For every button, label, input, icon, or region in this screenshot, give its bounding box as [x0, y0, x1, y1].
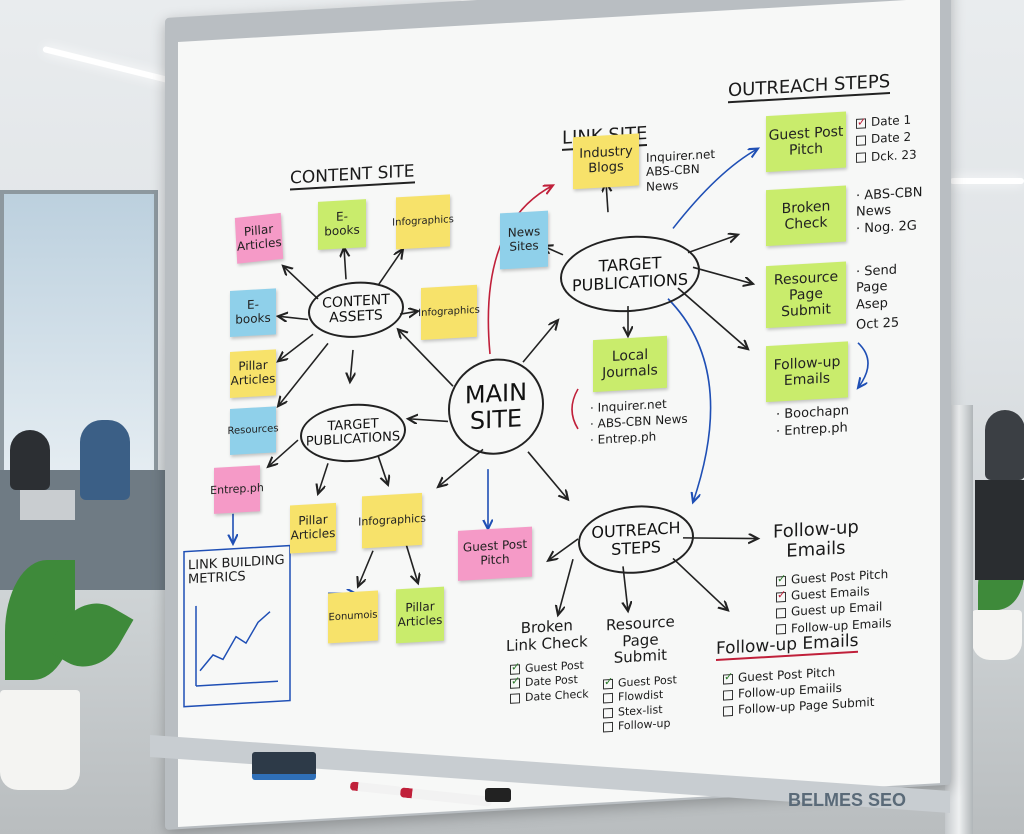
laptop	[20, 490, 75, 520]
checkbox[interactable]	[510, 678, 520, 690]
person	[985, 410, 1024, 480]
sticky-note: Resource Page Submit	[766, 261, 846, 329]
sticky-note: News Sites	[500, 210, 548, 270]
sticky-note: Infographics	[418, 284, 480, 340]
checkbox[interactable]	[510, 664, 520, 675]
whiteboard: CONTENT SITE CONTENT ASSETS Pillar Artic…	[178, 0, 940, 828]
checklist-label: Follow-up	[618, 716, 671, 733]
follow-up-bottom-checklist: Guest Post Pitch Follow-up Emaiils Follo…	[723, 662, 874, 719]
sticky-note: Infographics	[358, 492, 426, 549]
resource-page-notes: · Send Page Asep Oct 25	[856, 262, 899, 333]
checkbox[interactable]	[776, 575, 786, 587]
sticky-note: Industry Blogs	[573, 133, 639, 190]
note-line: · Send	[856, 262, 898, 280]
checklist-label: Dck. 23	[871, 147, 917, 164]
plant-pot	[972, 610, 1022, 660]
follow-up-checklist: Guest Post Pitch Guest Emails Guest up E…	[776, 566, 892, 637]
plant-pot	[0, 690, 80, 790]
link-building-metrics-heading: LINK BUILDING METRICS	[188, 552, 285, 588]
checklist-label: Stex-list	[618, 702, 663, 719]
sticky-note: Pillar Articles	[230, 349, 276, 399]
sticky-note: Resources	[227, 406, 279, 456]
checkbox[interactable]	[776, 591, 786, 603]
sticky-note: Follow-up Emails	[766, 341, 848, 403]
checkbox[interactable]	[603, 721, 613, 733]
ceiling-light	[950, 178, 1024, 184]
eraser-icon[interactable]	[252, 752, 316, 780]
note-line: Asep	[856, 295, 888, 313]
checkbox[interactable]	[856, 152, 866, 164]
sticky-note: E-books	[230, 288, 276, 338]
checkbox[interactable]	[856, 135, 866, 146]
checkbox[interactable]	[603, 678, 613, 690]
checklist-item: Dck. 23	[856, 146, 917, 167]
magnet-icon	[485, 788, 511, 802]
checklist-label: Date 2	[871, 130, 912, 147]
sticky-note: Guest Post Pitch	[766, 111, 846, 173]
sticky-note: Pillar Articles	[396, 586, 444, 644]
checkbox[interactable]	[603, 707, 613, 719]
checkbox[interactable]	[723, 673, 733, 685]
sticky-note: Pillar Articles	[234, 212, 284, 264]
brand-logo: BELMES SEO	[788, 790, 907, 810]
checklist-label: Guest Post	[618, 673, 677, 690]
checkbox[interactable]	[603, 693, 613, 704]
checkbox[interactable]	[776, 624, 786, 635]
sticky-note: Broken Check	[766, 185, 846, 247]
monitor	[975, 480, 1024, 580]
resource-page-checklist: Guest Post Flowdist Stex-list Follow-up	[603, 673, 677, 734]
checklist-label: Date Post	[525, 673, 578, 690]
checklist-label: Flowdist	[618, 688, 664, 704]
checkbox[interactable]	[510, 692, 520, 704]
link-site-side-text: Inquirer.net ABS-CBN News	[646, 147, 715, 194]
checkbox[interactable]	[723, 705, 733, 717]
checkbox[interactable]	[856, 117, 866, 129]
resource-page-submit-title: Resource Page Submit	[606, 612, 675, 667]
checkbox[interactable]	[776, 607, 786, 619]
follow-up-emails-title: Follow-up Emails	[773, 516, 859, 562]
sticky-note: Entrep.ph	[210, 465, 264, 514]
sticky-note: Pillar Articles	[290, 502, 336, 554]
person	[10, 430, 50, 490]
broken-link-checklist: Guest Post Date Post Date Check	[510, 658, 589, 705]
sticky-note: Local Journals	[593, 335, 667, 393]
connector-arrows	[183, 0, 869, 708]
sticky-note: E-books	[318, 199, 366, 250]
date-checklist: Date 1 Date 2 Dck. 23	[856, 111, 917, 167]
note-line: Oct 25	[856, 315, 900, 333]
sticky-note: Eonumois	[328, 590, 378, 644]
checkbox[interactable]	[723, 689, 733, 701]
checklist-label: Date Check	[525, 686, 589, 704]
sticky-note: Guest Post Pitch	[458, 526, 532, 581]
checklist-label: Date 1	[871, 112, 912, 130]
follow-up-notes: · Boochapn · Entrep.ph	[776, 403, 849, 441]
broken-check-notes: · ABS-CBN News · Nog. 2G	[856, 185, 923, 238]
person	[80, 420, 130, 500]
broken-link-check-title: Broken Link Check	[506, 616, 588, 655]
sticky-note: Infographics	[392, 194, 454, 250]
publication-list: · Inquirer.net · ABS-CBN News · Entrep.p…	[590, 395, 688, 449]
